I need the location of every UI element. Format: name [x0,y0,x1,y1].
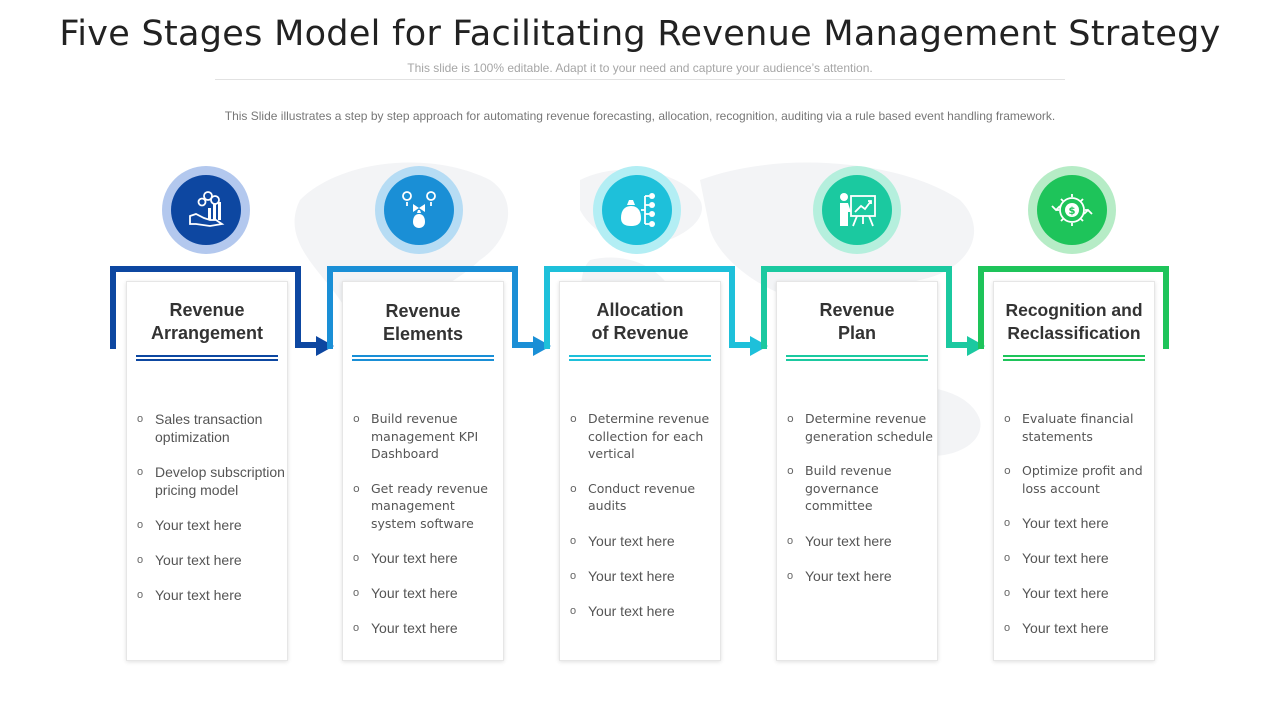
hand-money-chart-icon [189,191,225,227]
stage-2-icon-ring [375,166,463,254]
bullet-item: Evaluate financial statements [1004,410,1152,445]
bullet-item: Your text here [137,586,285,604]
stage-title-underline [136,355,278,361]
stage-title-underline [352,355,494,361]
bullet-item: Your text here [353,584,501,602]
stage-5-icon-ring: $ [1028,166,1116,254]
bullet-item: Your text here [1004,549,1152,567]
stage-3-icon-circle [602,175,672,245]
stage-title: Revenue Elements [343,300,503,346]
stage-card-allocation-of-revenue: Allocation of Revenue Determine revenue … [559,281,721,661]
stage-title: Allocation of Revenue [560,299,720,345]
bullet-item: Your text here [570,602,718,620]
title-divider [215,79,1065,80]
bullet-item: Build revenue governance committee [787,462,935,515]
stage-card-revenue-plan: Revenue Plan Determine revenue generatio… [776,281,938,661]
stage-5-icon-circle: $ [1037,175,1107,245]
stage-title-line2: Plan [837,323,876,343]
bullet-item: Determine revenue generation schedule [787,410,935,445]
presentation-growth-icon [840,193,876,227]
stage-4-icon-circle [822,175,892,245]
stage-card-revenue-arrangement: Revenue Arrangement Sales transaction op… [126,281,288,661]
stage-title: Recognition and Reclassification [994,299,1154,345]
bullet-item: Develop subscription pricing model [137,463,285,499]
bullet-item: Your text here [1004,584,1152,602]
page-title: Five Stages Model for Facilitating Reven… [59,14,1221,54]
bullet-item: Your text here [570,532,718,550]
stage-card-revenue-elements: Revenue Elements Build revenue managemen… [342,281,504,661]
bullet-item: Conduct revenue audits [570,480,718,515]
stage-title-line1: Revenue [819,300,895,320]
bullet-item: Your text here [570,567,718,585]
page-description: This Slide illustrates a step by step ap… [224,109,1056,123]
stage-title-line2: of Revenue [591,323,689,343]
stage-bullet-list: Sales transaction optimization Develop s… [127,410,287,621]
stage-title-line1: Revenue [169,300,245,320]
bullet-item: Your text here [787,567,935,585]
bullet-item: Your text here [137,551,285,569]
stage-title-underline [1003,355,1145,361]
stage-1-icon-ring [162,166,250,254]
stage-title-line1: Allocation [596,300,684,320]
stage-title-underline [786,355,928,361]
bullet-item: Your text here [787,532,935,550]
stage-title: Revenue Plan [777,299,937,345]
dollar-gear-cycle-icon: $ [1051,194,1093,226]
svg-text:$: $ [1069,206,1076,217]
bullet-item: Determine revenue collection for each ve… [570,410,718,463]
stage-3-icon-ring [593,166,681,254]
stage-title-line1: Revenue [385,301,461,321]
stage-card-recognition-and-reclassification: Recognition and Reclassification Evaluat… [993,281,1155,661]
stage-title-line1: Recognition and [1005,300,1143,320]
stage-title-underline [569,355,711,361]
stage-title-line2: Reclassification [1007,323,1141,343]
bullet-item: Your text here [1004,619,1152,637]
bullet-item: Sales transaction optimization [137,410,285,446]
stage-bullet-list: Build revenue management KPI Dashboard G… [343,410,503,654]
bullet-item: Build revenue management KPI Dashboard [353,410,501,463]
bullet-item: Your text here [1004,514,1152,532]
bullet-item: Your text here [353,619,501,637]
bullet-item: Optimize profit and loss account [1004,462,1152,497]
stage-bullet-list: Evaluate financial statements Optimize p… [994,410,1154,654]
stage-bullet-list: Determine revenue collection for each ve… [560,410,720,637]
stage-4-icon-ring [813,166,901,254]
bullet-item: Your text here [353,549,501,567]
stage-2-icon-circle [384,175,454,245]
stage-title: Revenue Arrangement [127,299,287,345]
money-bag-hierarchy-icon [621,193,655,227]
stage-bullet-list: Determine revenue generation schedule Bu… [777,410,937,602]
bullet-item: Get ready revenue management system soft… [353,480,501,533]
stage-title-line2: Elements [382,324,464,344]
stage-1-icon-circle [171,175,241,245]
bullet-item: Your text here [137,516,285,534]
page-subtitle: This slide is 100% editable. Adapt it to… [407,61,873,75]
money-bag-funnel-icon [402,191,436,228]
stage-title-line2: Arrangement [150,323,264,343]
